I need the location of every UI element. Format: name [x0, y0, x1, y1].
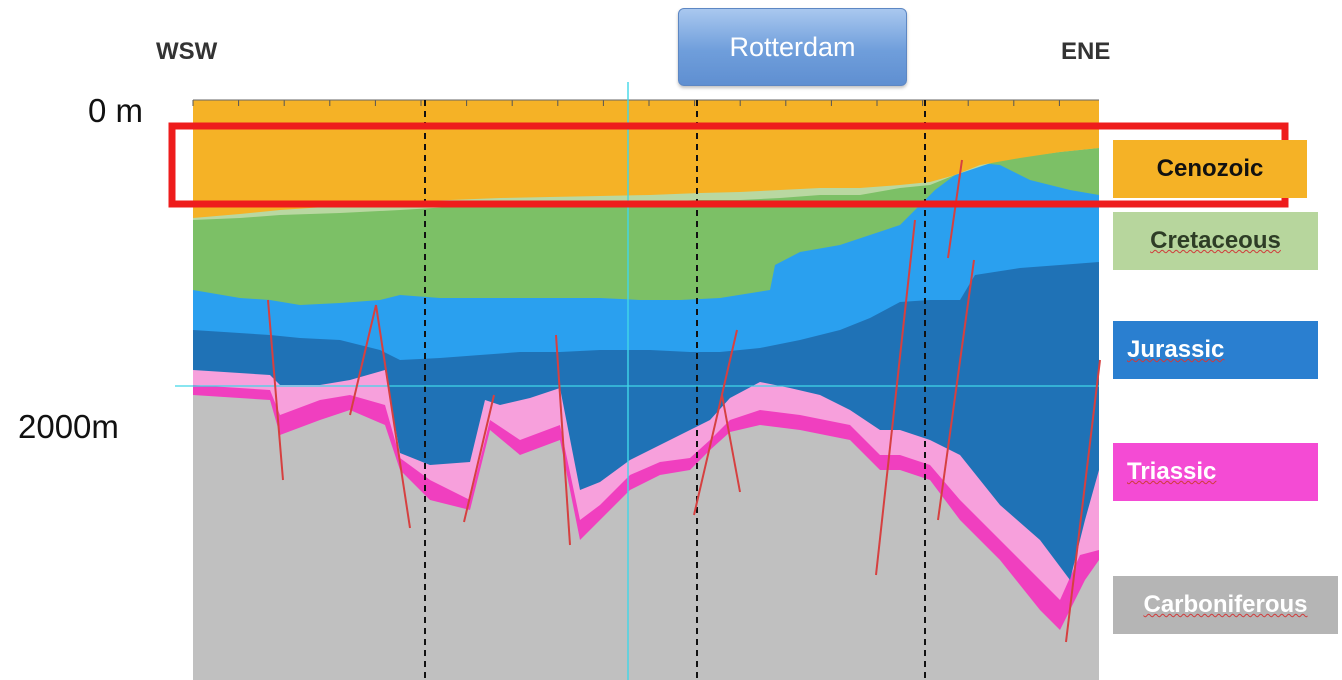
fault-line — [463, 394, 495, 523]
depth-label-top: 0 m — [88, 92, 143, 130]
strata — [193, 100, 1099, 680]
fault-line — [937, 259, 975, 521]
top-tick-marks — [192, 99, 1099, 106]
fault-line — [555, 334, 571, 546]
fault-line — [947, 159, 963, 259]
depth-top-text: 0 m — [88, 92, 144, 129]
legend-jurassic: Jurassic — [1113, 321, 1318, 379]
legend-cretaceous-label: Cretaceous — [1150, 227, 1281, 254]
legend-jurassic-label: Jurassic — [1127, 336, 1225, 363]
legend-cenozoic-label: Cenozoic — [1156, 155, 1264, 182]
ene-direction-label: ENE — [1061, 38, 1111, 65]
fault-lines — [267, 159, 1101, 643]
fault-line — [375, 304, 411, 529]
legend-triassic-label: Triassic — [1127, 458, 1217, 485]
fault-line — [875, 219, 916, 576]
depth-label-2000: 2000m — [18, 408, 119, 445]
fault-line — [693, 329, 738, 516]
fault-line — [349, 304, 377, 416]
fault-line — [267, 299, 284, 481]
legend-cretaceous: Cretaceous — [1113, 212, 1318, 270]
fault-line — [1065, 359, 1101, 643]
rotterdam-badge: Rotterdam — [678, 8, 907, 86]
legend-carboniferous-label: Carboniferous — [1143, 591, 1308, 618]
legend-triassic: Triassic — [1113, 443, 1318, 501]
legend-carboniferous: Carboniferous — [1113, 576, 1338, 634]
wsw-direction-label: WSW — [156, 38, 218, 65]
legend-cenozoic: Cenozoic — [1113, 140, 1307, 198]
dashed-grid-lines — [424, 100, 926, 680]
fault-line — [721, 394, 741, 493]
